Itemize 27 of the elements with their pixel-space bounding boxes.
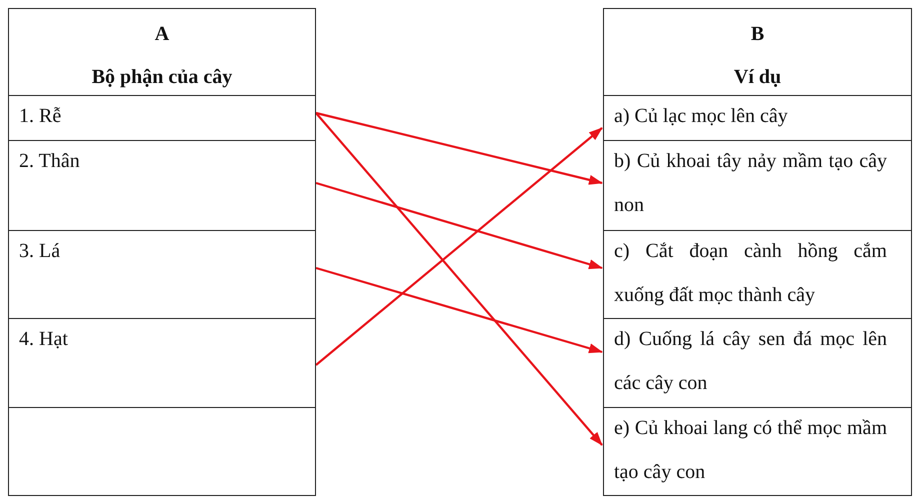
table-cell [603,230,912,319]
column-heading: Ví dụ [732,65,782,90]
cell-text: 3. Lá [19,239,62,264]
arrow [316,266,603,354]
arrow [315,127,603,366]
table-cell [8,140,316,231]
cell-text: 1. Rễ [19,104,62,129]
header-cell [603,8,912,96]
header-cell [8,8,316,96]
column-heading: Bộ phận của cây [90,65,234,90]
arrow [315,112,603,446]
cell-text: 2. Thân [19,149,81,174]
table-cell [603,407,912,496]
arrow [316,112,603,185]
arrow [316,182,603,270]
cell-text: a) Củ lạc mọc lên cây [614,104,789,129]
cell-text: e) Củ khoai lang có thể mọc mầm tạo cây con [614,416,887,485]
empty-cell [8,407,316,496]
column-letter: A [154,22,170,47]
table-cell [8,95,316,141]
table-cell [8,230,316,319]
table-cell [603,140,912,231]
table-cell [8,318,316,408]
table-cell [603,95,912,141]
table-cell [603,318,912,408]
column-letter: B [750,22,766,47]
cell-text: 4. Hạt [19,327,69,352]
